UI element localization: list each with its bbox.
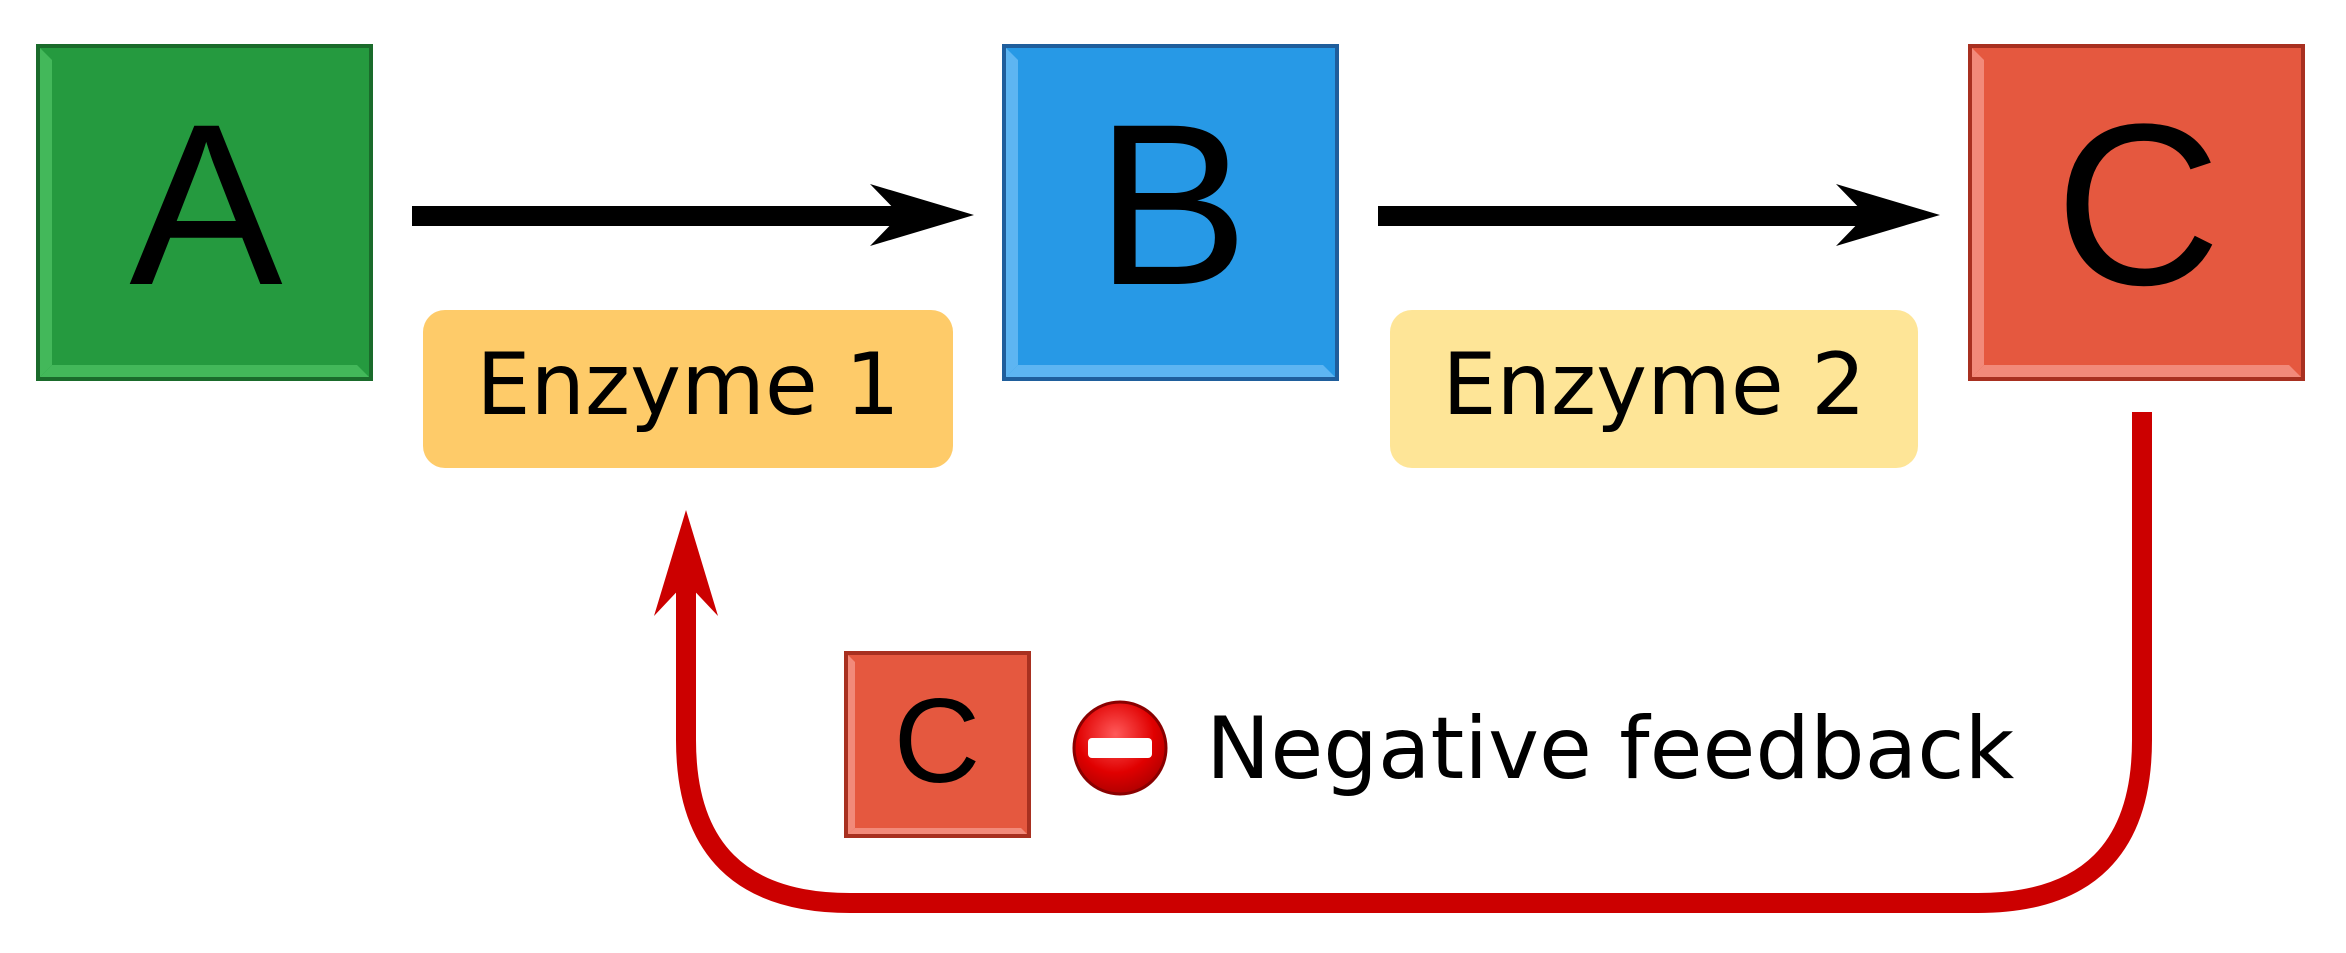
node-c-label: C <box>2055 76 2221 333</box>
node-a-label: A <box>129 76 282 333</box>
enzyme-1-label: Enzyme 1 <box>476 335 900 435</box>
enzyme-2-box: Enzyme 2 <box>1390 310 1918 468</box>
no-entry-icon <box>1072 700 1168 796</box>
arrow-b-to-c <box>1378 184 1940 246</box>
feedback-loop-arrow <box>654 412 2152 913</box>
node-a: A <box>36 44 373 381</box>
enzyme-2-label: Enzyme 2 <box>1442 335 1866 435</box>
enzyme-1-box: Enzyme 1 <box>423 310 953 468</box>
node-b: B <box>1002 44 1339 381</box>
inhibitor-c-label: C <box>894 674 981 808</box>
inhibitor-c-box: C <box>844 651 1031 838</box>
node-b-label: B <box>1095 76 1248 333</box>
arrow-a-to-b <box>412 184 974 246</box>
node-c: C <box>1968 44 2305 381</box>
negative-feedback-label: Negative feedback <box>1206 699 2015 799</box>
